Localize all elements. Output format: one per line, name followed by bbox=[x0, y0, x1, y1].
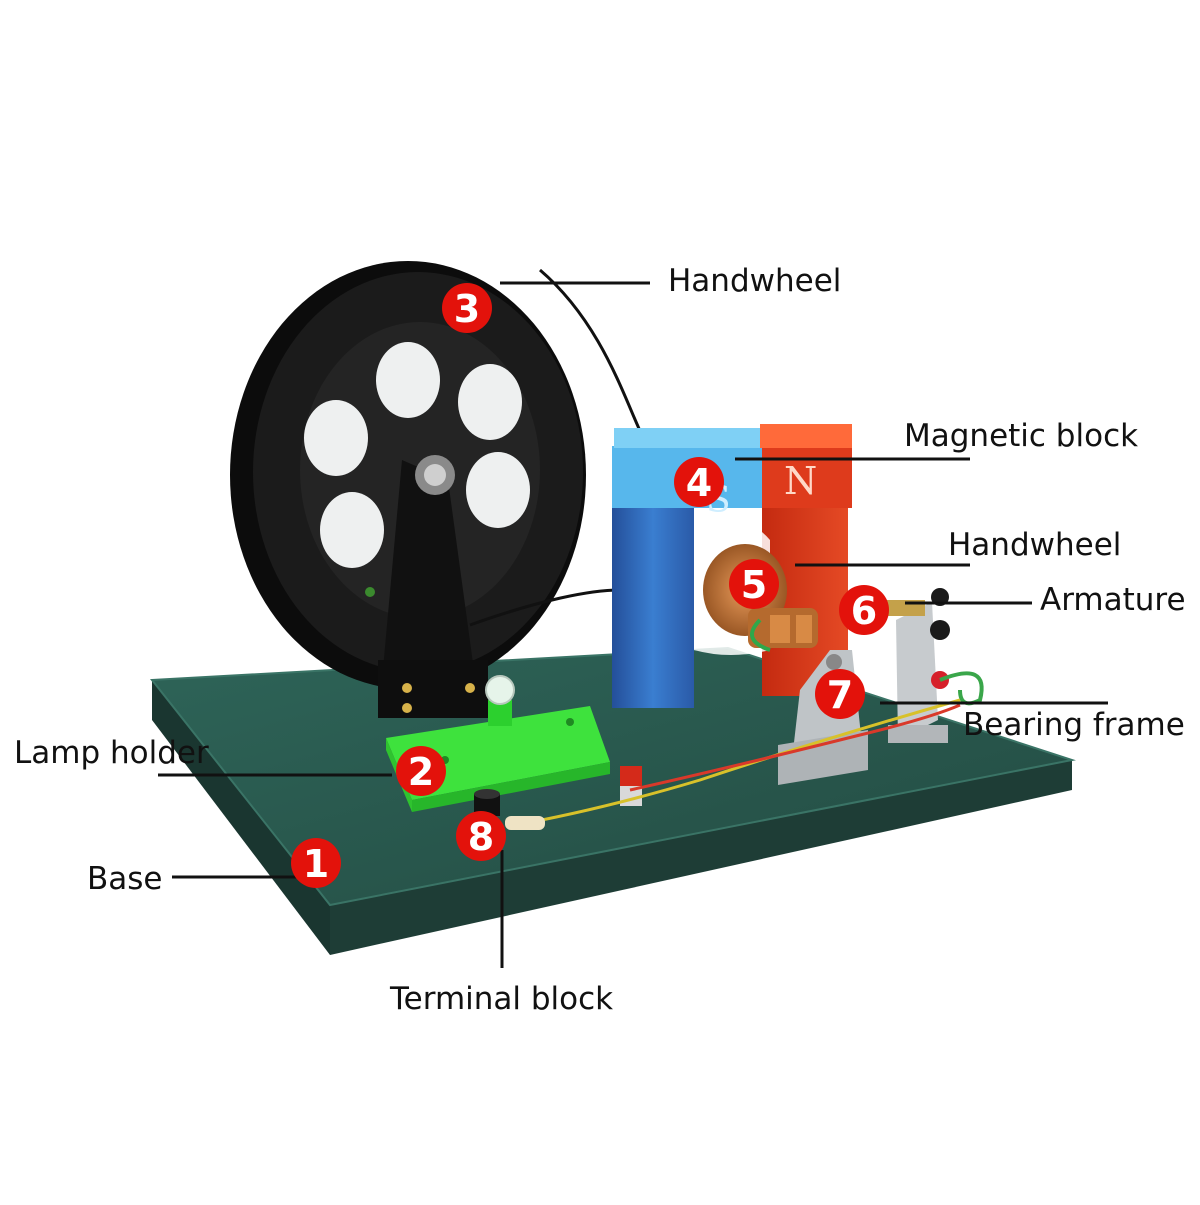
label-base: Base bbox=[87, 861, 163, 897]
magnet-north-label: N bbox=[784, 459, 817, 503]
handwheel-holes bbox=[304, 342, 530, 568]
marker-number-3: 3 bbox=[454, 287, 480, 331]
marker-7: 7 bbox=[815, 669, 865, 719]
marker-number-2: 2 bbox=[408, 750, 434, 794]
label-handwheel-top: Handwheel bbox=[668, 263, 842, 299]
leader-lines bbox=[158, 281, 1108, 968]
marker-2: 2 bbox=[396, 746, 446, 796]
label-bearing-frame: Bearing frame bbox=[963, 707, 1185, 743]
label-lamp-holder: Lamp holder bbox=[14, 735, 209, 771]
marker-5: 5 bbox=[729, 559, 779, 609]
label-armature: Armature bbox=[1040, 582, 1186, 618]
marker-number-7: 7 bbox=[827, 673, 853, 717]
marker-6: 6 bbox=[839, 585, 889, 635]
label-magnetic-block: Magnetic block bbox=[904, 418, 1139, 454]
marker-number-1: 1 bbox=[303, 842, 329, 886]
marker-number-4: 4 bbox=[686, 461, 712, 505]
marker-number-6: 6 bbox=[851, 589, 877, 633]
numbered-markers: 1 2 3 4 5 6 7 bbox=[291, 283, 889, 888]
marker-4: 4 bbox=[674, 457, 724, 507]
marker-number-5: 5 bbox=[741, 563, 767, 607]
marker-number-8: 8 bbox=[468, 815, 494, 859]
marker-3: 3 bbox=[442, 283, 492, 333]
marker-8: 8 bbox=[456, 811, 506, 861]
label-handwheel-middle: Handwheel bbox=[948, 527, 1122, 563]
terminal-block-shape bbox=[474, 698, 961, 830]
label-terminal-block: Terminal block bbox=[390, 981, 614, 1017]
handwheel-shape bbox=[230, 261, 652, 718]
marker-1: 1 bbox=[291, 838, 341, 888]
